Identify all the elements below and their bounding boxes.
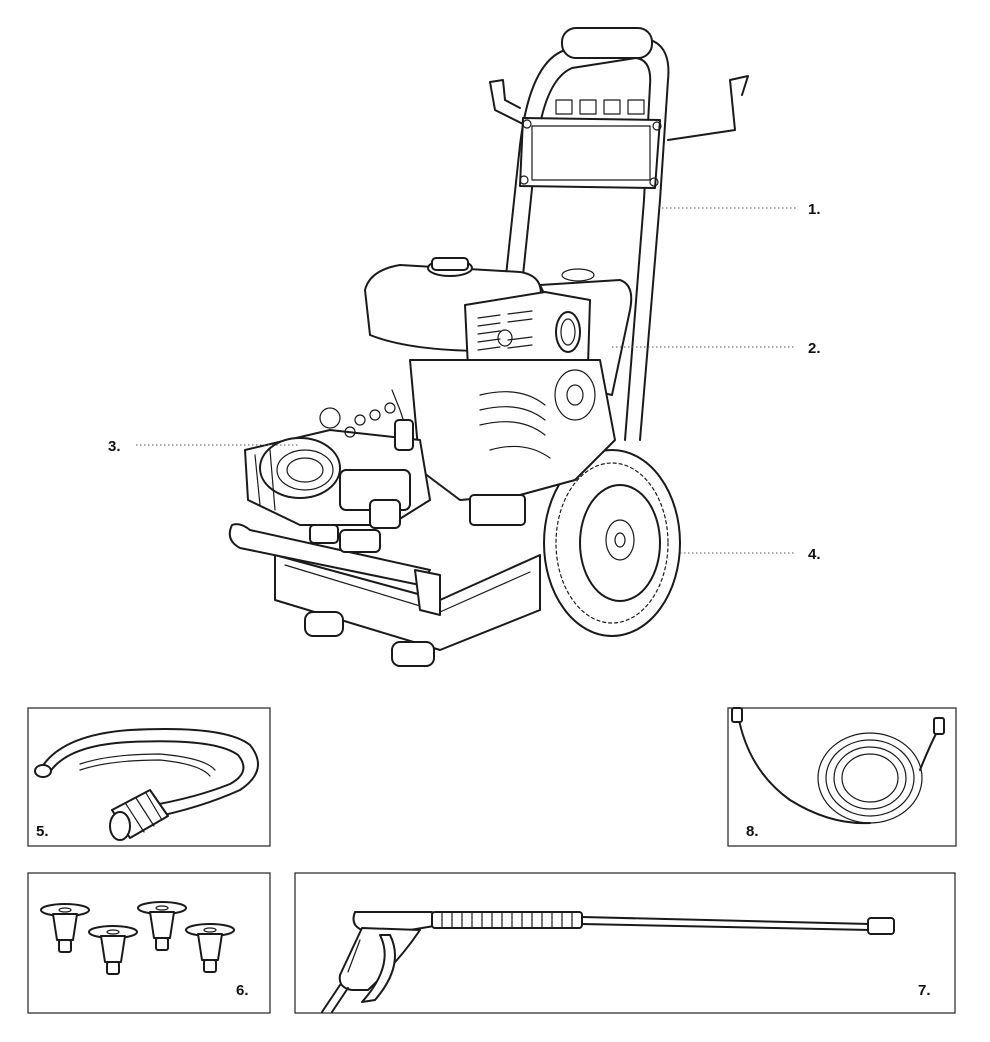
callout-5: 5.	[36, 823, 49, 840]
callout-8: 8.	[746, 823, 759, 840]
pressure-washer-unit	[228, 27, 749, 667]
nozzle-tips-drawing	[40, 901, 235, 975]
spray-gun-drawing	[321, 911, 895, 1013]
callout-3: 3.	[108, 438, 121, 455]
accessory-box-spray-gun: 7.	[294, 872, 956, 1014]
base-frame	[228, 523, 541, 667]
accessory-box-nozzles: 6.	[27, 872, 271, 1014]
callout-6: 6.	[236, 982, 249, 999]
accessory-box-suction-hose: 5.	[27, 707, 271, 847]
wheel	[543, 449, 681, 637]
callout-7: 7.	[918, 982, 931, 999]
engine	[364, 257, 633, 526]
callout-2: 2.	[808, 340, 821, 357]
accessory-box-pressure-hose: 8.	[727, 707, 957, 847]
callout-4: 4.	[808, 546, 821, 563]
main-callouts: 1. 2. 3. 4.	[108, 201, 821, 563]
callout-1: 1.	[808, 201, 821, 218]
frame-handle	[489, 27, 749, 441]
suction-hose-drawing	[34, 728, 259, 841]
pump	[244, 402, 431, 553]
pressure-hose-drawing	[731, 707, 945, 825]
